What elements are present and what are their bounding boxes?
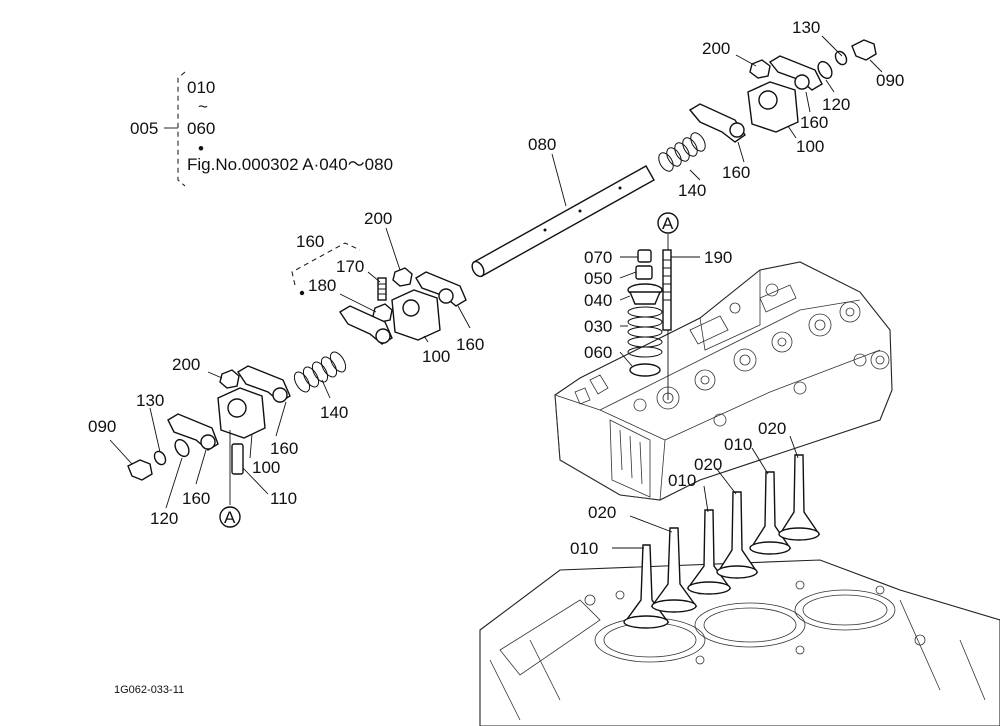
callout-120-left: 120 xyxy=(150,509,178,528)
valves xyxy=(623,454,821,629)
callout-170: 170 xyxy=(336,257,364,276)
callout-040: 040 xyxy=(584,291,612,310)
marker-a-bottom-label: A xyxy=(224,508,236,527)
callout-050: 050 xyxy=(584,269,612,288)
callout-160-left-2: 160 xyxy=(182,489,210,508)
marker-a-top-label: A xyxy=(662,214,674,233)
callout-010-a: 010 xyxy=(570,539,598,558)
callout-090-top-right: 090 xyxy=(876,71,904,90)
marker-a-bottom: A xyxy=(219,506,241,528)
callout-labels: 080 200 130 090 120 160 100 160 140 190 … xyxy=(88,18,904,558)
callout-010-c: 010 xyxy=(724,435,752,454)
callout-160-middle: 160 xyxy=(456,335,484,354)
callout-160-top-right-2: 160 xyxy=(722,163,750,182)
callout-090-left: 090 xyxy=(88,417,116,436)
callout-110: 110 xyxy=(270,489,297,508)
callout-100-top-right: 100 xyxy=(796,137,824,156)
group-line-4: • xyxy=(198,139,204,158)
leader-lines xyxy=(109,35,883,549)
group-line-1: 010 xyxy=(187,78,215,97)
callout-120-top-right: 120 xyxy=(822,95,850,114)
rocker-group-left xyxy=(127,365,291,481)
callout-130-left: 130 xyxy=(136,391,164,410)
group-line-2: ~ xyxy=(198,97,208,116)
callout-180: 180 xyxy=(308,276,336,295)
cylinder-head-drawing xyxy=(479,261,1000,726)
callout-010-b: 010 xyxy=(668,471,696,490)
reference-code: 1G062-033-11 xyxy=(114,684,184,696)
rocker-group-middle xyxy=(291,242,467,393)
group-line-5: Fig.No.000302 A·040〜080 xyxy=(187,155,393,174)
callout-080: 080 xyxy=(528,135,556,154)
callout-200-top-right: 200 xyxy=(702,39,730,58)
rocker-shaft xyxy=(471,165,655,278)
callout-140-middle: 140 xyxy=(320,403,348,422)
group-line-3: 060 xyxy=(187,119,215,138)
callout-020-b: 020 xyxy=(694,455,722,474)
valve-spring-stack xyxy=(627,249,672,377)
group-note: 005 010 ~ 060 • Fig.No.000302 A·040〜080 xyxy=(130,71,393,187)
callout-200-left: 200 xyxy=(172,355,200,374)
callout-160-top-right-1: 160 xyxy=(800,113,828,132)
group-label: 005 xyxy=(130,119,158,138)
callout-100-left: 100 xyxy=(252,458,280,477)
callout-020-c: 020 xyxy=(758,419,786,438)
callout-190: 190 xyxy=(704,248,732,267)
callout-160-group: 160 xyxy=(296,232,324,251)
callout-140-top-right: 140 xyxy=(678,181,706,200)
callout-100-middle: 100 xyxy=(422,347,450,366)
callout-020-a: 020 xyxy=(588,503,616,522)
callout-130-top-right: 130 xyxy=(792,18,820,37)
callout-200-middle: 200 xyxy=(364,209,392,228)
callout-030: 030 xyxy=(584,317,612,336)
rocker-group-top-right xyxy=(658,39,877,172)
marker-a-top: A xyxy=(657,212,679,234)
callout-060: 060 xyxy=(584,343,612,362)
callout-070: 070 xyxy=(584,248,612,267)
callout-160-left-1: 160 xyxy=(270,439,298,458)
